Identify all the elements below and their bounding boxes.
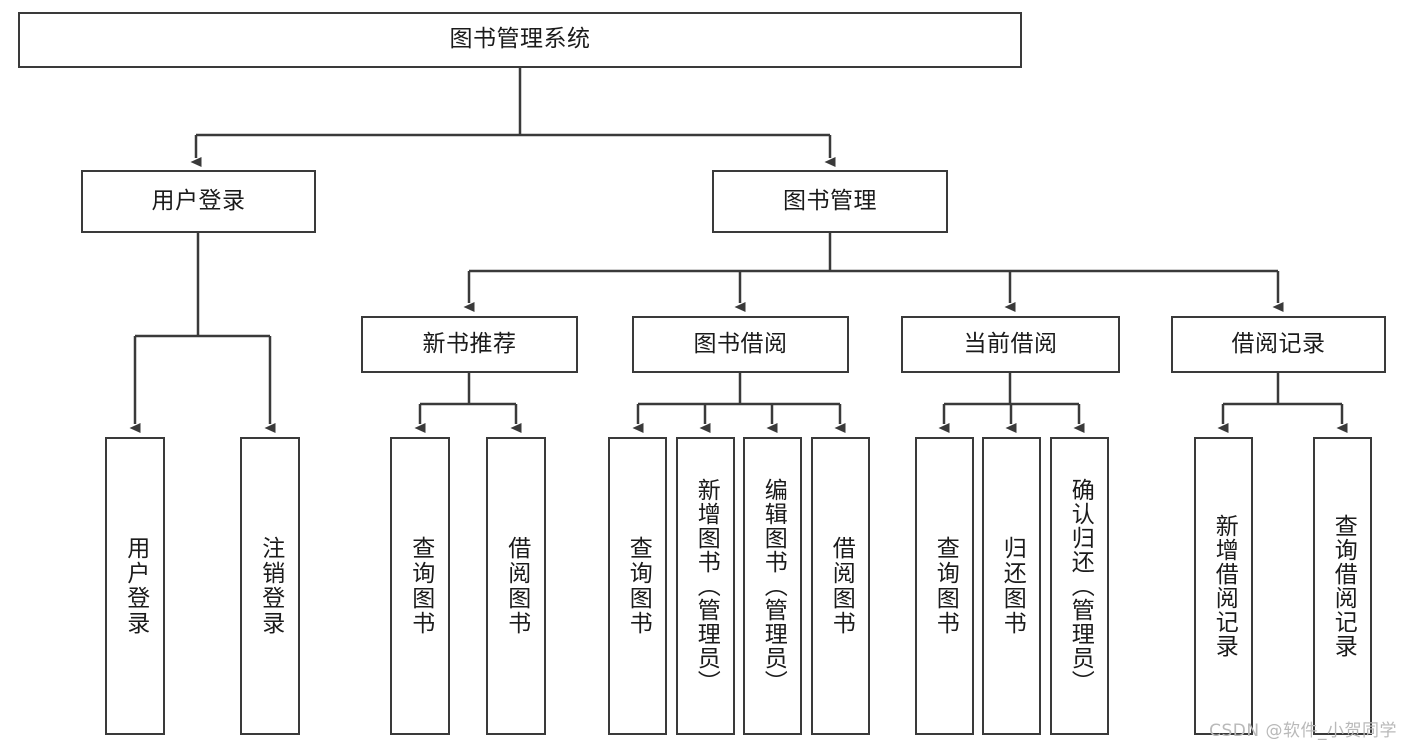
leaf-borrow-query-book[interactable]: 查询图书 [608, 437, 667, 735]
node-new-book-recommend[interactable]: 新书推荐 [361, 316, 578, 373]
leaf-new-book-borrow-label: 借阅图书 [503, 536, 530, 636]
leaf-borrow-edit-book-admin-label: 编辑图书（管理员） [760, 478, 787, 694]
leaf-borrow-add-book-admin-label: 新增图书（管理员） [693, 478, 720, 694]
leaf-borrow-add-book-admin[interactable]: 新增图书（管理员） [676, 437, 735, 735]
leaf-new-book-query[interactable]: 查询图书 [390, 437, 450, 735]
node-user-login[interactable]: 用户登录 [81, 170, 316, 233]
leaf-current-return-book-label: 归还图书 [999, 536, 1026, 636]
leaf-current-confirm-return-admin-label: 确认归还（管理员） [1067, 478, 1094, 694]
node-book-management[interactable]: 图书管理 [712, 170, 948, 233]
node-root-label: 图书管理系统 [449, 26, 591, 53]
node-new-book-recommend-label: 新书推荐 [422, 330, 517, 357]
node-current-borrow[interactable]: 当前借阅 [901, 316, 1120, 373]
leaf-new-book-query-label: 查询图书 [407, 536, 434, 636]
leaf-user-login-logout-label: 注销登录 [257, 536, 284, 636]
node-borrow-records[interactable]: 借阅记录 [1171, 316, 1386, 373]
node-root[interactable]: 图书管理系统 [18, 12, 1022, 68]
leaf-user-login-login-label: 用户登录 [122, 536, 149, 636]
node-book-borrow-label: 图书借阅 [693, 330, 788, 357]
leaf-records-add-record-label: 新增借阅记录 [1211, 514, 1238, 658]
leaf-current-query-book[interactable]: 查询图书 [915, 437, 974, 735]
node-current-borrow-label: 当前借阅 [963, 330, 1058, 357]
leaf-records-add-record[interactable]: 新增借阅记录 [1194, 437, 1253, 735]
node-book-management-label: 图书管理 [783, 187, 877, 214]
leaf-current-query-book-label: 查询图书 [932, 536, 959, 636]
leaf-new-book-borrow[interactable]: 借阅图书 [486, 437, 546, 735]
leaf-records-query-record-label: 查询借阅记录 [1330, 514, 1357, 658]
leaf-user-login-login[interactable]: 用户登录 [105, 437, 165, 735]
leaf-borrow-edit-book-admin[interactable]: 编辑图书（管理员） [743, 437, 802, 735]
leaf-user-login-logout[interactable]: 注销登录 [240, 437, 300, 735]
csdn-watermark: CSDN @软件_小贺同学 [1209, 721, 1397, 741]
node-borrow-records-label: 借阅记录 [1231, 330, 1326, 357]
leaf-current-return-book[interactable]: 归还图书 [982, 437, 1041, 735]
leaf-borrow-borrow-book[interactable]: 借阅图书 [811, 437, 870, 735]
leaf-borrow-borrow-book-label: 借阅图书 [828, 536, 855, 636]
node-book-borrow[interactable]: 图书借阅 [632, 316, 849, 373]
leaf-borrow-query-book-label: 查询图书 [625, 536, 652, 636]
leaf-records-query-record[interactable]: 查询借阅记录 [1313, 437, 1372, 735]
node-user-login-label: 用户登录 [151, 187, 246, 214]
leaf-current-confirm-return-admin[interactable]: 确认归还（管理员） [1050, 437, 1109, 735]
